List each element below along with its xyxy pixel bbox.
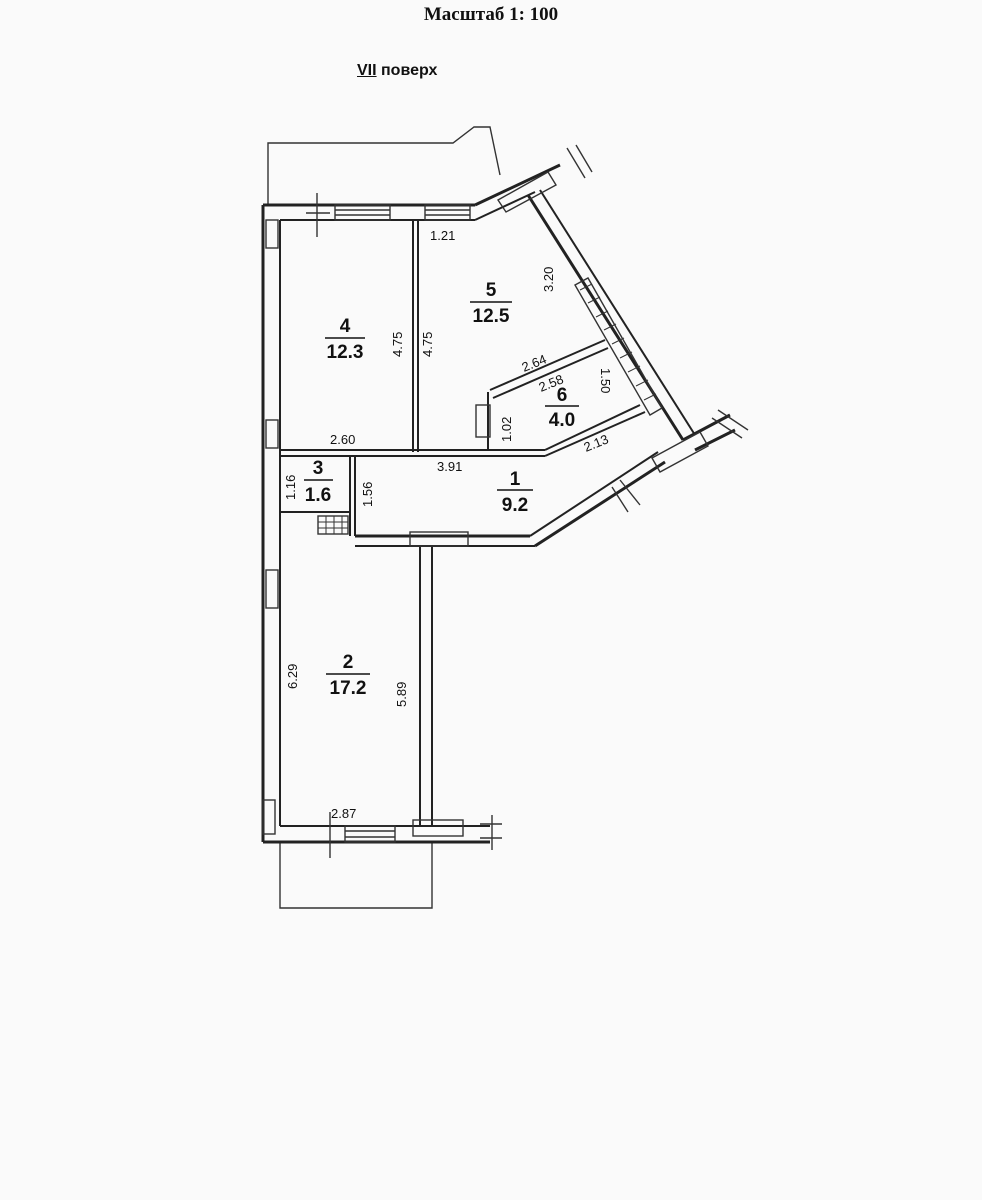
room-6-area: 4.0 xyxy=(549,410,575,431)
dim-4-75-left: 4.75 xyxy=(390,332,405,357)
exterior-walls xyxy=(261,163,736,844)
room-5-label: 5 12.5 xyxy=(470,280,512,327)
dim-2-60: 2.60 xyxy=(330,432,355,447)
room-4-number: 4 xyxy=(340,316,351,337)
room-6-label: 6 4.0 xyxy=(545,385,579,431)
room-5-area: 12.5 xyxy=(473,306,510,327)
dim-1-16: 1.16 xyxy=(283,475,298,500)
dimension-labels: 1.21 3.20 4.75 4.75 2.64 2.58 1.50 1.02 … xyxy=(283,228,613,821)
dim-1-21: 1.21 xyxy=(430,228,455,243)
room-6-number: 6 xyxy=(557,385,568,406)
room-1-number: 1 xyxy=(510,469,521,490)
floor-word: поверх xyxy=(376,62,438,79)
dim-1-02: 1.02 xyxy=(499,417,514,442)
scale-title: Масштаб 1: 100 xyxy=(423,4,559,25)
room-3-number: 3 xyxy=(313,458,324,479)
dim-2-13: 2.13 xyxy=(582,431,611,454)
bottom-balcony xyxy=(279,843,433,909)
cut-marks xyxy=(306,144,749,858)
floor-label: VII поверх xyxy=(357,62,437,80)
room-3-area: 1.6 xyxy=(305,485,331,506)
dim-6-29: 6.29 xyxy=(285,664,300,689)
room-5-number: 5 xyxy=(486,280,497,301)
dim-4-75-right: 4.75 xyxy=(420,332,435,357)
dim-5-89: 5.89 xyxy=(394,682,409,707)
interior-walls xyxy=(280,220,646,536)
dim-3-20: 3.20 xyxy=(541,267,556,292)
room-4-area: 12.3 xyxy=(327,342,364,363)
top-balcony xyxy=(267,126,501,205)
room-1-label: 1 9.2 xyxy=(497,469,533,516)
dim-1-56: 1.56 xyxy=(360,482,375,507)
room-4-label: 4 12.3 xyxy=(325,316,365,363)
room-3-label: 3 1.6 xyxy=(304,458,333,506)
room-2-area: 17.2 xyxy=(330,678,367,699)
floor-roman: VII xyxy=(357,62,377,79)
room-2-label: 2 17.2 xyxy=(326,652,370,699)
room-1-area: 9.2 xyxy=(502,495,528,516)
windows xyxy=(262,171,709,843)
dim-3-91: 3.91 xyxy=(437,459,462,474)
room-2-number: 2 xyxy=(343,652,354,673)
dim-1-50: 1.50 xyxy=(598,368,613,393)
dim-2-87: 2.87 xyxy=(331,806,356,821)
